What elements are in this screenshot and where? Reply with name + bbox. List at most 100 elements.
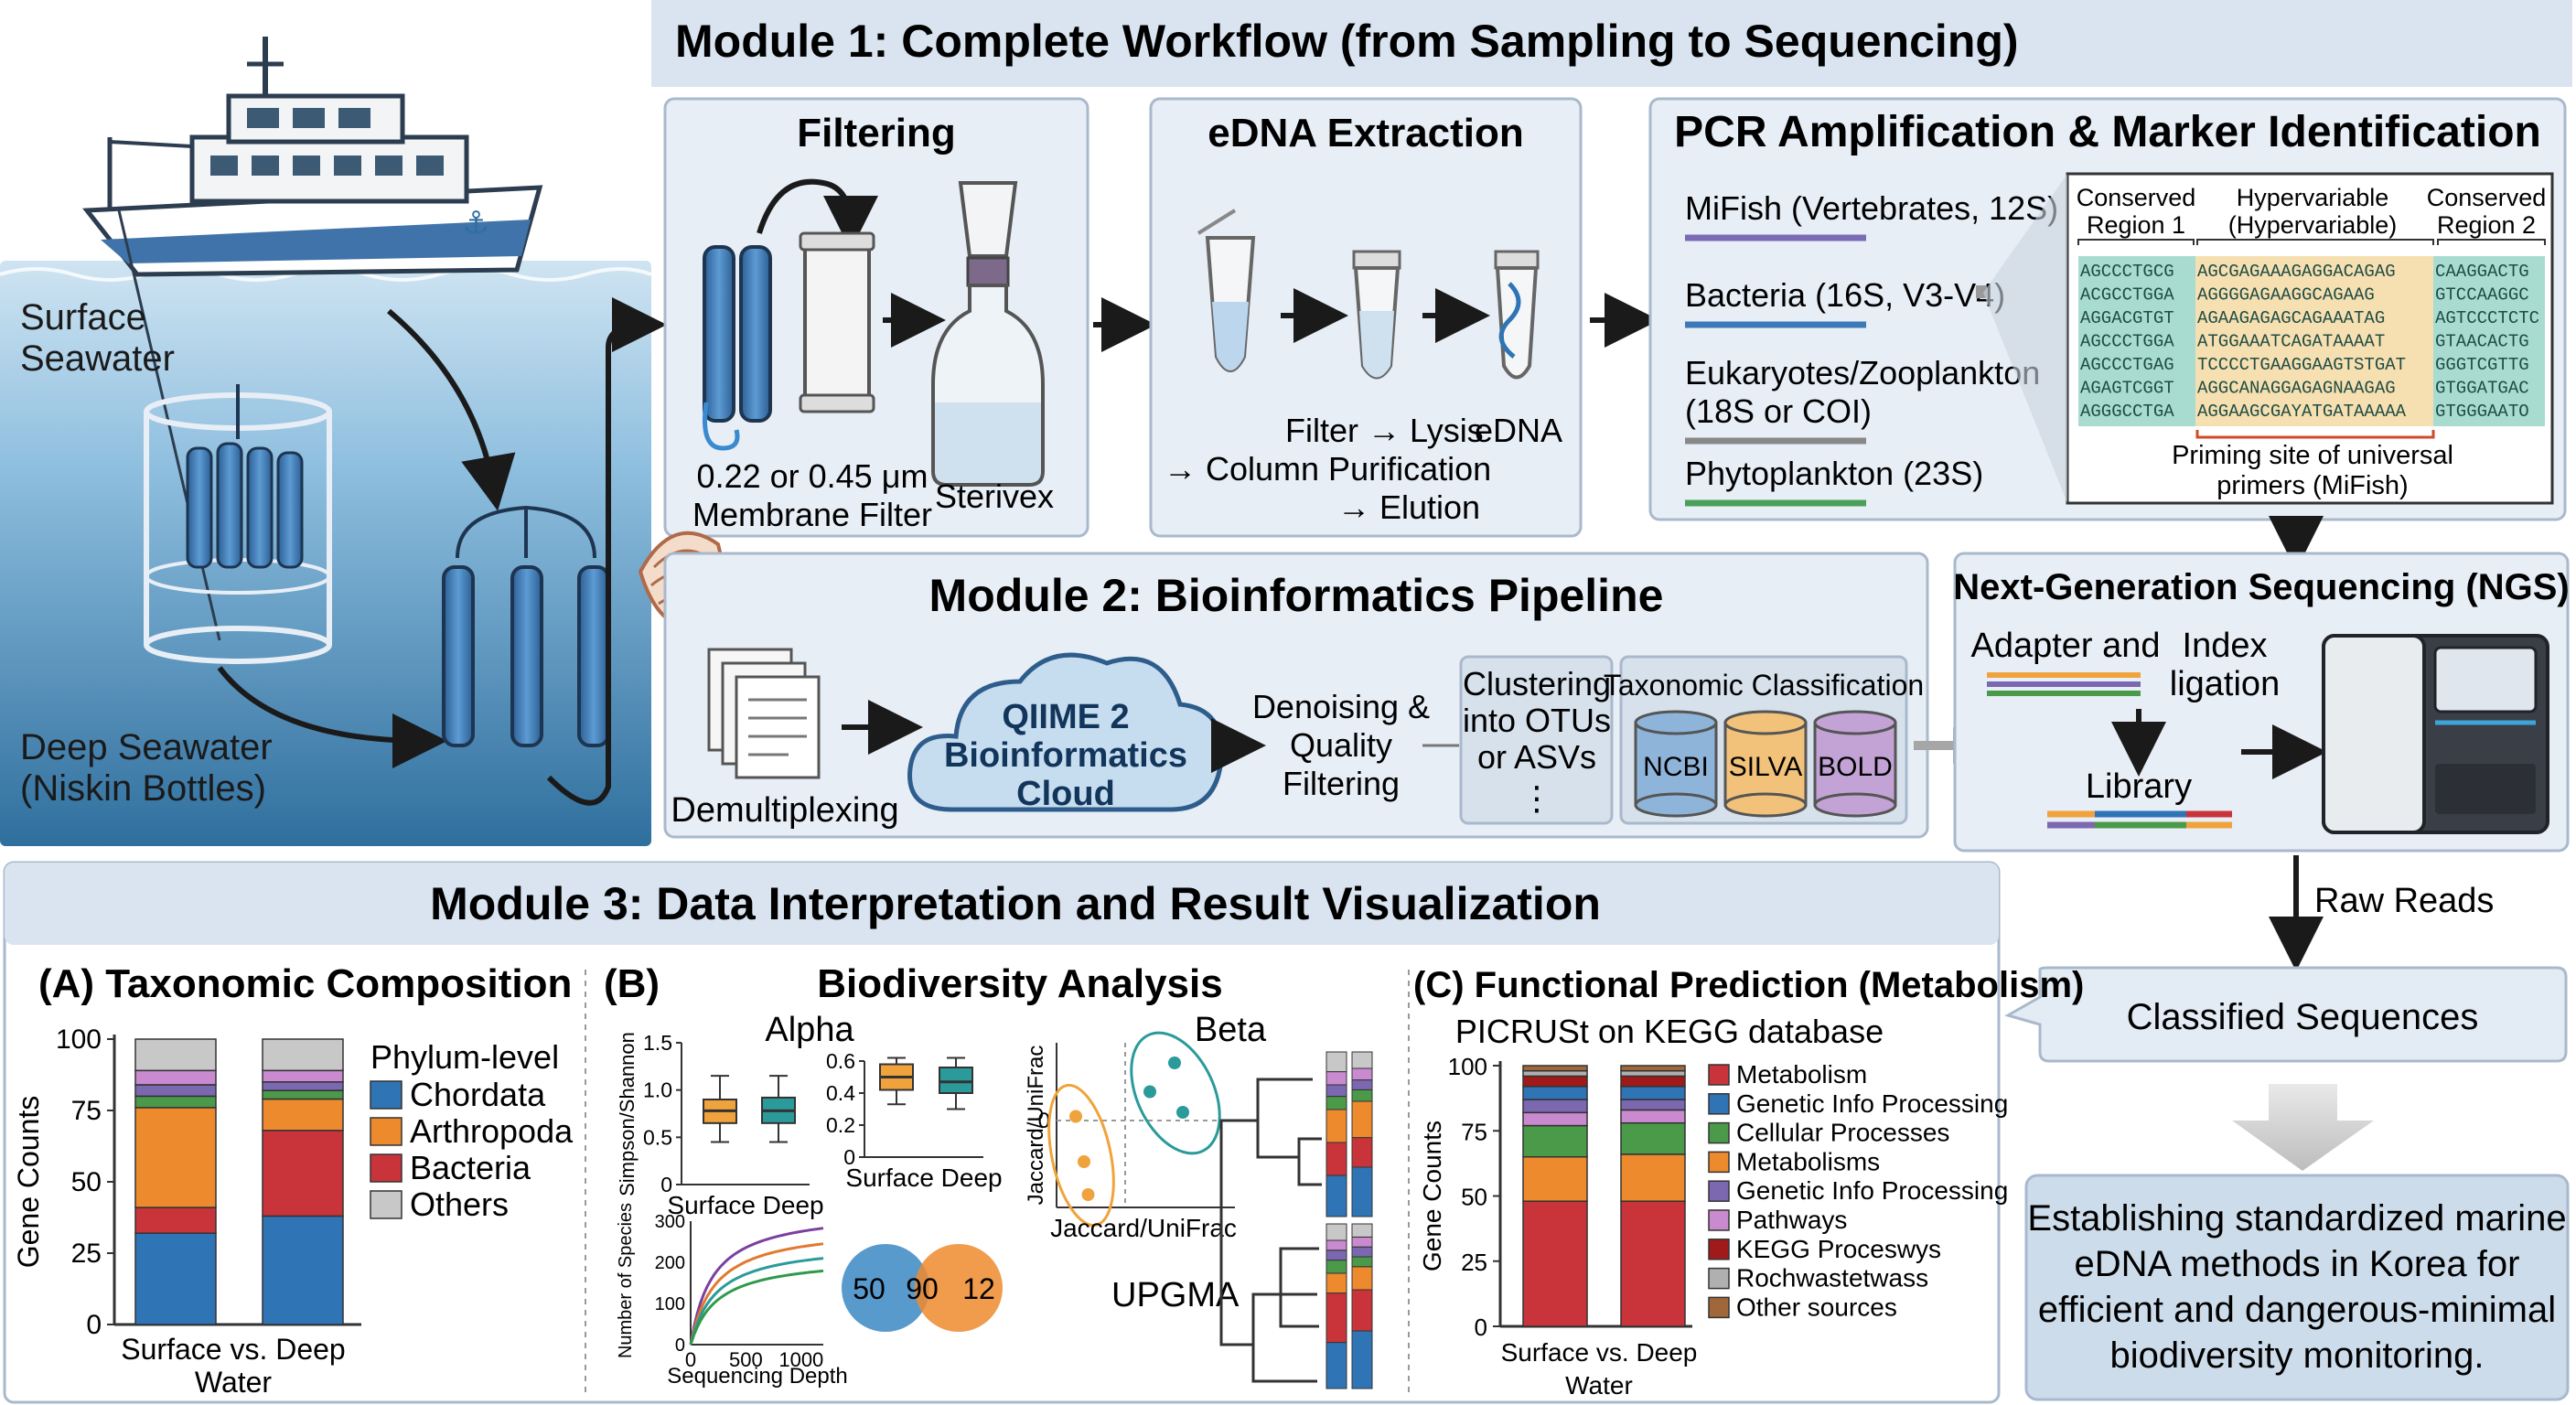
group-ellipse <box>1047 1083 1115 1228</box>
database-body <box>1634 721 1718 807</box>
series-line <box>689 1269 824 1346</box>
sequence-hypervariable: AGGAAGCGAYATGATAAAAA <box>2197 402 2407 422</box>
index-label-2: ligation <box>2170 665 2280 703</box>
surface-label-1: Surface <box>20 297 146 338</box>
legend-swatch <box>1708 1121 1730 1144</box>
database-top <box>1813 710 1897 735</box>
venn-left: 50 <box>853 1272 886 1305</box>
dendrogram-bar <box>1326 1051 1347 1073</box>
marker-list: MiFish (Vertebrates, 12S) Bacteria (16S, … <box>1685 189 2058 507</box>
database-body <box>1723 721 1808 807</box>
sequencer-icon <box>2322 634 2549 834</box>
sequence-hypervariable: TCCCCTGAAGGAAGTSTGAT <box>2197 355 2406 375</box>
y-tick-label: 0.4 <box>826 1081 855 1105</box>
series-line <box>689 1227 824 1346</box>
venn-mid: 90 <box>906 1272 939 1305</box>
dendrogram-bar <box>1326 1109 1347 1143</box>
conclusion-box: Establishing standardized marine eDNA me… <box>2024 1174 2570 1401</box>
bar-segment <box>1522 1086 1588 1100</box>
marker-label: Bacteria (16S, V3-V4) <box>1685 276 2005 314</box>
bar-segment <box>134 1084 217 1098</box>
y-tick-label: 100 <box>655 1294 685 1314</box>
legend-swatch <box>1708 1180 1730 1202</box>
region2-label-1: Conserved <box>2427 184 2547 211</box>
sequence-hypervariable: AGGGGAGAAGGCAGAAG <box>2197 285 2375 306</box>
sampling-panel: ⚓ Surface Seawater Deep Seawater <box>0 37 667 846</box>
dendrogram-bar <box>1326 1174 1347 1217</box>
y-tick-label: 75 <box>71 1096 102 1126</box>
region2-label-2: Region 2 <box>2437 211 2536 239</box>
legend-swatch <box>370 1153 402 1183</box>
x-tick-label: 1000 <box>778 1348 823 1371</box>
niskin-bottles-icon <box>442 505 610 747</box>
venn-right: 12 <box>962 1272 995 1305</box>
y-tick-label: 0.2 <box>826 1113 855 1137</box>
upgma-dendrogram: UPGMA <box>1111 1051 1373 1389</box>
extraction-step-2: → Column Purification <box>1164 450 1491 488</box>
database-top <box>1634 710 1718 735</box>
y-axis-label: Gene Counts <box>12 1096 45 1269</box>
extraction-title: eDNA Extraction <box>1208 111 1524 156</box>
dendrogram-bar <box>1351 1289 1373 1332</box>
x-axis-label: Sequencing Depth <box>667 1364 847 1389</box>
marker-label: MiFish (Vertebrates, 12S) <box>1685 189 2058 227</box>
x-axis-label: Jaccard/UniFrac <box>1050 1214 1237 1242</box>
y-axis-label: Jaccard/UniFrac <box>1024 1046 1048 1206</box>
database-label: SILVA <box>1729 752 1803 782</box>
panel-a-title: (A) Taxonomic Composition <box>38 961 572 1006</box>
cluster-box <box>1459 655 1614 825</box>
extraction-panel: eDNA Extraction Filter → Lysis → Column … <box>1149 97 1583 538</box>
database-label: NCBI <box>1643 752 1709 782</box>
module1: Module 1: Complete Workflow (from Sampli… <box>651 0 2572 538</box>
extraction-step-3: → Elution <box>1337 488 1480 526</box>
legend-swatch <box>1708 1296 1730 1319</box>
dendrogram-bar <box>1326 1272 1347 1294</box>
dendrogram-bar <box>1326 1142 1347 1176</box>
bar-segment <box>1620 1153 1686 1202</box>
legend-swatch <box>370 1117 402 1146</box>
region1-label-1: Conserved <box>2077 184 2196 211</box>
bar-segment <box>262 1081 344 1091</box>
dendrogram-bar <box>1351 1246 1373 1258</box>
module2: Module 2: Bioinformatics Pipeline Demult… <box>663 552 1976 839</box>
adapter-strands-icon <box>1987 672 2141 696</box>
module1-title: Module 1: Complete Workflow (from Sampli… <box>675 16 2019 67</box>
cloud-label-2: Bioinformatics <box>944 736 1187 775</box>
y-tick-label: 50 <box>1461 1184 1487 1211</box>
sequence-alignment: Conserved Region 1 Hypervariable (Hyperv… <box>1983 172 2554 505</box>
x-axis-label: Water <box>195 1366 273 1399</box>
bar-segment <box>134 1232 217 1325</box>
marker-label: (18S or COI) <box>1685 392 1872 430</box>
database-cylinders: NCBI SILVA BOLD <box>1634 710 1897 818</box>
adapter-label: Adapter and <box>1970 627 2160 665</box>
y-tick-label: 75 <box>1461 1118 1487 1145</box>
dendrogram-bar <box>1351 1166 1373 1217</box>
legend-label: Arthropoda <box>410 1112 574 1150</box>
library-strands-icon <box>2047 810 2232 829</box>
classified-box: Classified Sequences <box>2004 966 2568 1063</box>
index-label-1: Index <box>2183 627 2268 665</box>
legend-swatch <box>1708 1239 1730 1260</box>
sequence-conserved-1: ACGCCTGGA <box>2080 285 2174 306</box>
bar-segment <box>1620 1121 1686 1155</box>
marker-label: Eukaryotes/Zooplankton <box>1685 354 2040 391</box>
legend-label: Metabolisms <box>1736 1147 1880 1175</box>
dendrogram-bar <box>1326 1239 1347 1251</box>
legend-label: Pathways <box>1736 1206 1847 1234</box>
dendrogram-bar <box>1351 1051 1373 1069</box>
beta-label: Beta <box>1195 1011 1267 1049</box>
legend-label: Rochwastetwass <box>1736 1264 1928 1292</box>
legend-label: Others <box>410 1185 509 1223</box>
library-label: Library <box>2086 767 2192 806</box>
database-label: BOLD <box>1818 752 1893 782</box>
legend-swatch <box>1708 1093 1730 1115</box>
ngs-title: Next-Generation Sequencing (NGS) <box>1953 567 2569 607</box>
x-axis-label: Surface vs. Deep <box>121 1333 345 1366</box>
pcr-title: PCR Amplification & Marker Identificatio… <box>1674 108 2541 156</box>
y-axis-label: Simpson/Shannon <box>616 1032 639 1196</box>
dendrogram-bar <box>1326 1342 1347 1389</box>
membrane-filter-label: Membrane Filter <box>692 496 932 533</box>
y-tick-label: 1.5 <box>643 1031 672 1055</box>
